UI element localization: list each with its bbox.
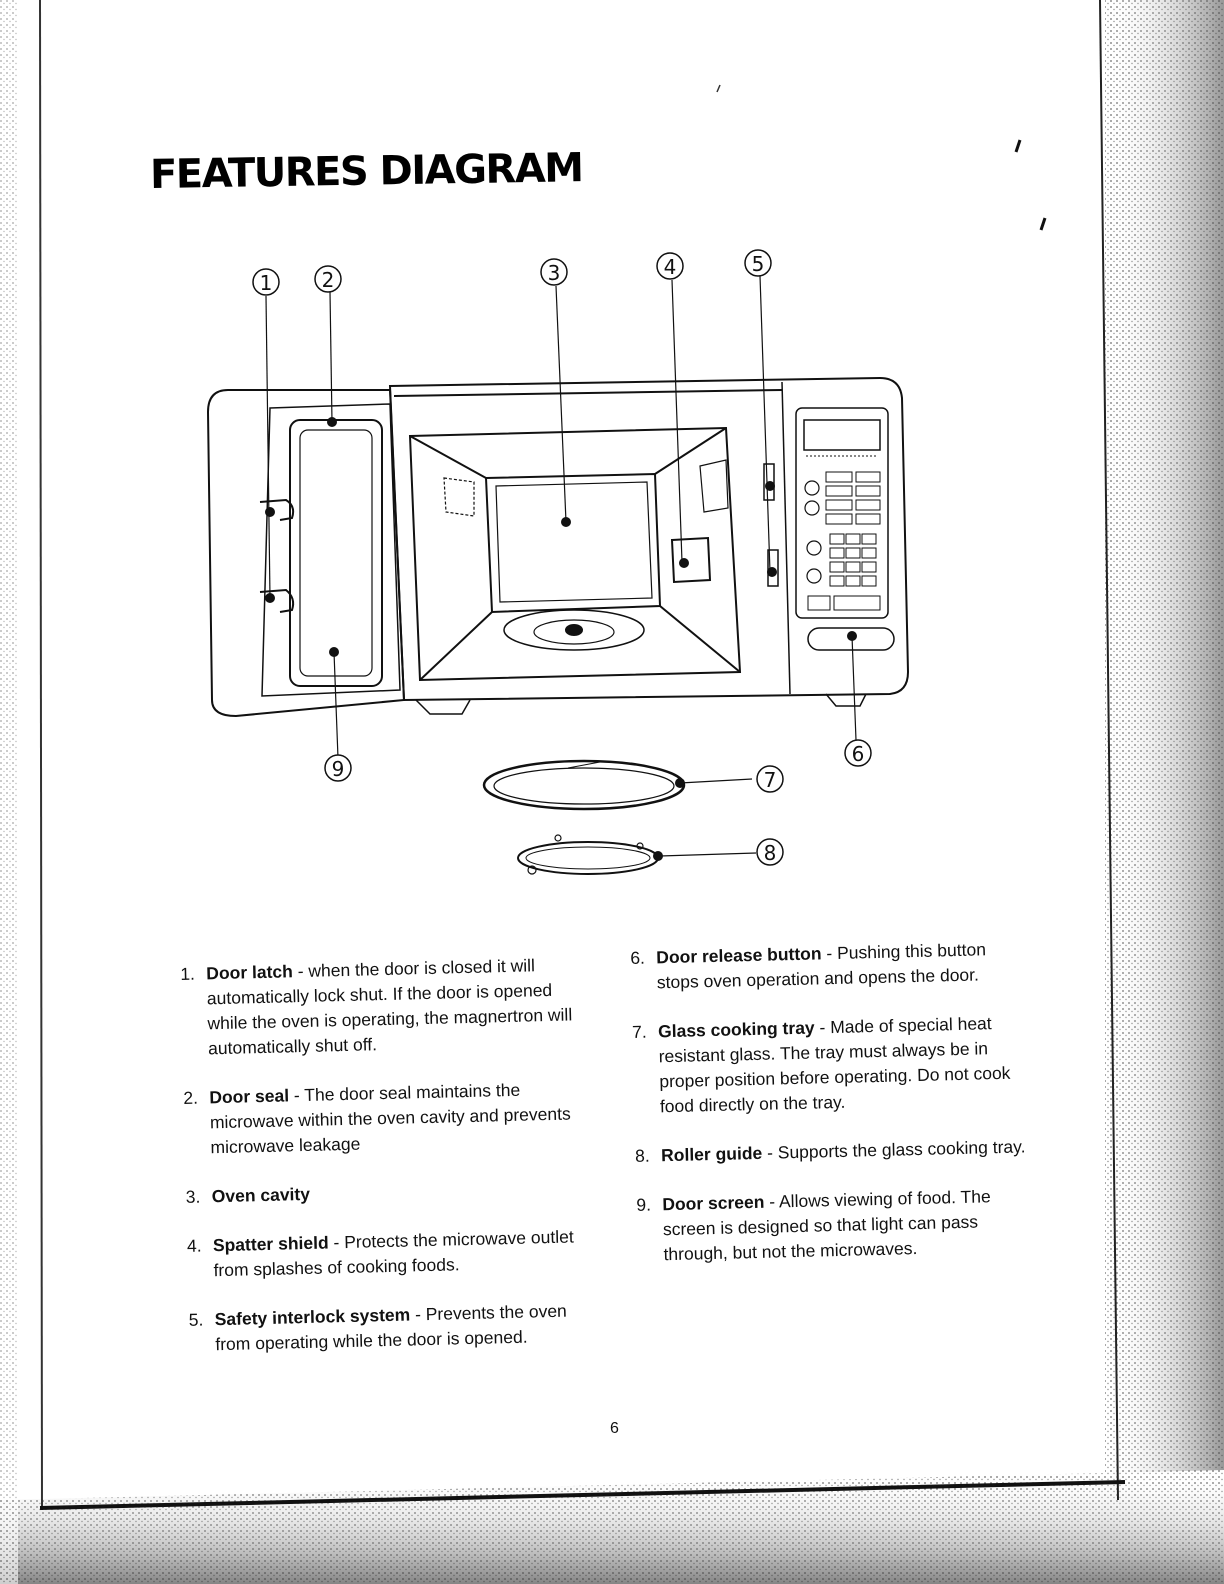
- door-release-button: [807, 627, 895, 651]
- feature-term: Door release button: [656, 943, 822, 968]
- interlock-switch-lower: [767, 549, 779, 587]
- features-list-right: 6. Door release button - Pushing this bu…: [630, 936, 1038, 1292]
- callout-7: 7: [764, 768, 777, 792]
- display-window: [803, 419, 881, 451]
- feature-term: Roller guide: [660, 1142, 763, 1166]
- callout-1: 1: [260, 271, 273, 295]
- feature-item-door-latch: 1. Door latch - when the door is closed …: [180, 952, 582, 1062]
- door-latch-lower: [259, 588, 295, 613]
- feature-description: - Supports the glass cooking tray.: [761, 1136, 1026, 1163]
- callout-4: 4: [664, 255, 677, 279]
- feature-term: Door seal: [209, 1085, 290, 1108]
- feature-item-door-release: 6. Door release button - Pushing this bu…: [630, 936, 1031, 996]
- feature-term: Oven cavity: [211, 1183, 311, 1207]
- feature-number: 4.: [186, 1235, 202, 1256]
- feature-term: Door screen: [662, 1191, 765, 1215]
- door-screen: [289, 419, 383, 687]
- feature-term: Door latch: [206, 961, 294, 984]
- feature-number: 1.: [180, 963, 196, 984]
- feature-number: 5.: [188, 1309, 204, 1330]
- feature-number: 3.: [185, 1186, 201, 1207]
- feature-item-safety-interlock: 5. Safety interlock system - Prevents th…: [188, 1298, 589, 1358]
- feature-number: 6.: [630, 947, 646, 968]
- open-door: [206, 389, 406, 718]
- feature-term: Safety interlock system: [214, 1304, 411, 1330]
- spatter-shield: [670, 536, 712, 584]
- callout-8: 8: [764, 841, 777, 865]
- page-number: 6: [610, 1420, 619, 1437]
- feature-number: 8.: [634, 1145, 650, 1166]
- feature-item-oven-cavity: 3. Oven cavity: [185, 1175, 585, 1210]
- feature-term: Spatter shield: [212, 1232, 329, 1256]
- feature-item-glass-tray: 7. Glass cooking tray - Made of special …: [632, 1010, 1034, 1120]
- feature-item-door-seal: 2. Door seal - The door seal maintains t…: [183, 1076, 585, 1161]
- feature-number: 2.: [183, 1087, 199, 1108]
- door-latch-upper: [259, 498, 295, 521]
- feature-term: Glass cooking tray: [657, 1017, 815, 1042]
- control-panel: [795, 407, 889, 619]
- callout-6: 6: [852, 742, 865, 766]
- features-list-left: 1. Door latch - when the door is closed …: [180, 952, 590, 1382]
- feature-number: 7.: [631, 1021, 647, 1042]
- feature-item-door-screen: 9. Door screen - Allows viewing of food.…: [636, 1183, 1038, 1268]
- callout-9: 9: [332, 757, 345, 781]
- interlock-switch-upper: [763, 463, 775, 501]
- oven-body: [388, 376, 910, 702]
- callout-3: 3: [548, 261, 561, 285]
- callout-2: 2: [322, 268, 335, 292]
- feature-item-spatter-shield: 4. Spatter shield - Protects the microwa…: [187, 1224, 588, 1284]
- feature-item-roller-guide: 8. Roller guide - Supports the glass coo…: [635, 1134, 1035, 1169]
- callout-5: 5: [752, 252, 765, 276]
- feature-number: 9.: [636, 1194, 652, 1215]
